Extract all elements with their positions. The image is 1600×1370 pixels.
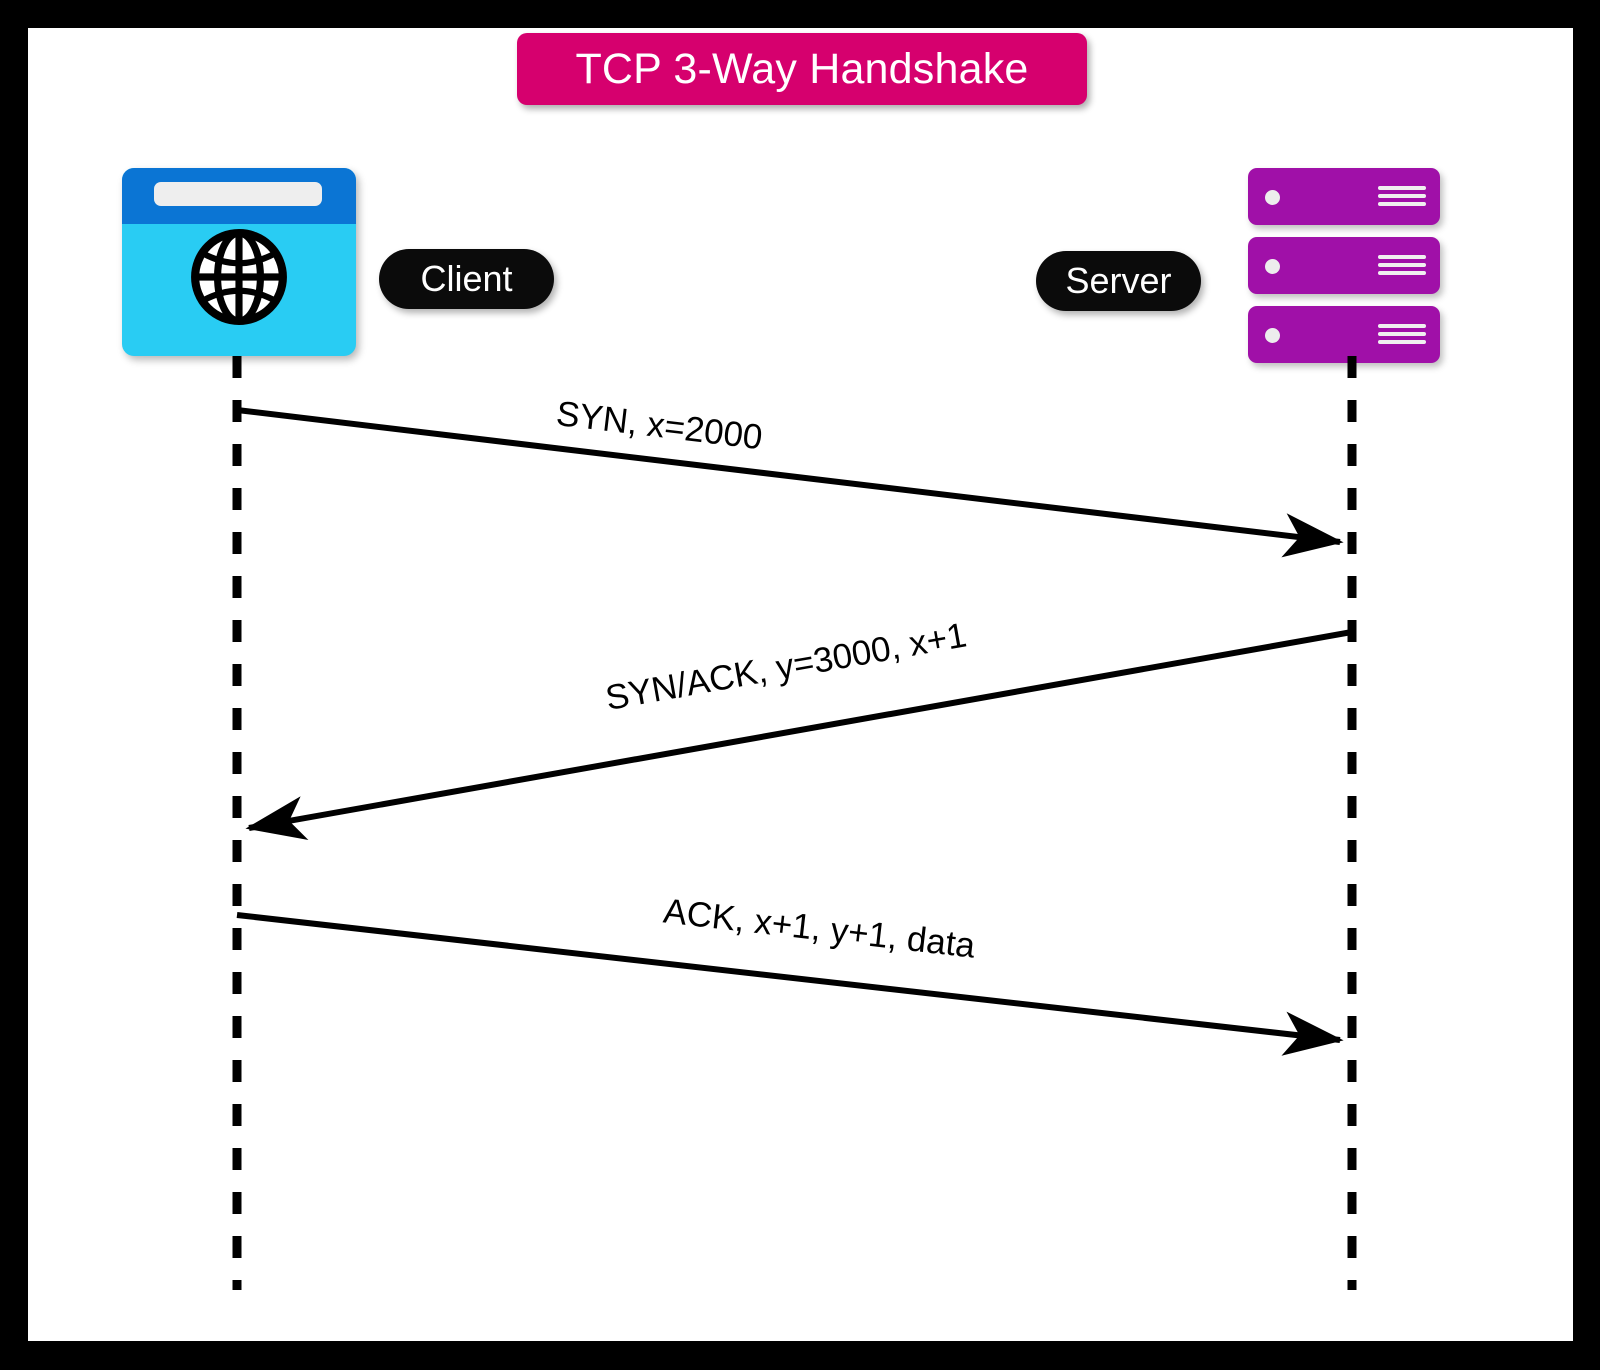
page-title: TCP 3-Way Handshake [575,44,1029,93]
diagram-board: TCP 3-Way Handshake [28,28,1573,1341]
globe-icon [191,229,287,325]
sequence-layer: SYN, x=2000 SYN/ACK, y=3000, x+1 ACK, x+… [232,356,1357,1290]
message-label-1: SYN, x=2000 [554,394,764,457]
client-browser-icon [122,168,356,356]
browser-titlebar [122,168,356,224]
server-rack-unit [1248,306,1440,363]
actor-label-text: Server [1065,260,1172,301]
server-led-icon [1265,190,1280,205]
message-arrow-3 [236,912,1344,1056]
message-label-3: ACK, x+1, y+1, data [661,891,977,965]
diagram-title-badge: TCP 3-Way Handshake [517,33,1087,105]
actor-label-server: Server [1036,251,1201,311]
server-led-icon [1265,328,1280,343]
message-label-2: SYN/ACK, y=3000, x+1 [603,615,970,718]
server-rack-icon [1248,168,1440,363]
message-arrow-2 [245,629,1353,840]
server-led-icon [1265,259,1280,274]
server-vent-icon [1378,255,1426,277]
server-vent-icon [1378,186,1426,208]
server-rack-unit [1248,168,1440,225]
browser-url-bar [154,182,322,206]
server-rack-unit [1248,237,1440,294]
actor-label-text: Client [420,258,513,299]
message-arrow-1 [236,407,1344,558]
actor-label-client: Client [379,249,554,309]
server-vent-icon [1378,324,1426,346]
